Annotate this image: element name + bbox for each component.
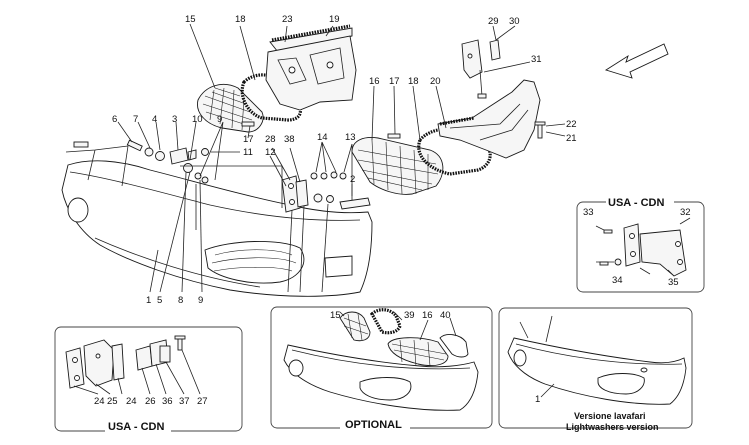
callout-37: 37 (179, 396, 190, 407)
right-air-duct (387, 79, 541, 159)
callout-34: 34 (612, 275, 623, 286)
callout-31: 31 (531, 54, 542, 65)
callout-24: 24 (126, 396, 137, 407)
callout-3: 3 (172, 114, 177, 125)
optional-title: OPTIONAL (345, 419, 402, 431)
callout-32: 32 (680, 207, 691, 218)
lightwasher-caption-en: Lightwashers version (566, 422, 659, 432)
callout-1: 1 (146, 295, 151, 306)
callout-5: 5 (157, 295, 162, 306)
callout-20: 20 (430, 76, 441, 87)
callout-15-optional: 15 (330, 310, 341, 321)
callout-16-optional: 16 (422, 310, 433, 321)
callout-8: 8 (178, 295, 183, 306)
usa-cdn-left-panel: USA - CDN 24 25 24 26 36 37 27 (54, 326, 243, 434)
right-grille (351, 137, 444, 195)
screws-21-22 (534, 121, 546, 139)
callout-40: 40 (440, 310, 451, 321)
callout-29: 29 (488, 16, 499, 27)
callout-10: 10 (192, 114, 203, 125)
callout-38: 38 (284, 134, 295, 145)
callout-18: 18 (235, 14, 246, 25)
main-callouts: 15 18 23 19 17 16 17 18 20 29 30 31 22 2… (112, 14, 577, 306)
callout-22: 22 (566, 119, 577, 130)
direction-arrow-icon (604, 43, 669, 79)
callout-9-top: 9 (217, 114, 222, 125)
callout-21: 21 (566, 133, 577, 144)
leader-lines (117, 23, 566, 293)
callout-6: 6 (112, 114, 117, 125)
bumper-brackets (281, 171, 371, 213)
callout-2: 2 (350, 174, 355, 185)
usa-cdn-right-panel: USA - CDN 33 32 34 35 (576, 196, 705, 293)
callout-7: 7 (133, 114, 138, 125)
optional-panel: OPTIONAL 15 39 16 40 (270, 306, 493, 431)
callout-24-left: 24 (94, 396, 105, 407)
callout-39: 39 (404, 310, 415, 321)
callout-1-lightwasher: 1 (535, 394, 540, 405)
callout-9: 9 (198, 295, 203, 306)
callout-27: 27 (197, 396, 208, 407)
callout-15: 15 (185, 14, 196, 25)
callout-17: 17 (243, 134, 254, 145)
callout-33: 33 (583, 207, 594, 218)
callout-28: 28 (265, 134, 276, 145)
sensor-bracket (461, 39, 501, 99)
left-grille-assembly (197, 73, 302, 133)
usa-cdn-right-title: USA - CDN (608, 197, 664, 209)
callout-19: 19 (329, 14, 340, 25)
callout-36: 36 (162, 396, 173, 407)
callout-13: 13 (345, 132, 356, 143)
callout-17-right: 17 (389, 76, 400, 87)
callout-18-right: 18 (408, 76, 419, 87)
lightwasher-caption-it: Versione lavafari (574, 411, 646, 421)
callout-11: 11 (243, 147, 253, 158)
callout-25: 25 (107, 396, 118, 407)
callout-35: 35 (668, 277, 679, 288)
callout-4: 4 (152, 114, 157, 125)
callout-26: 26 (145, 396, 156, 407)
front-bumper (61, 145, 373, 297)
lightwasher-panel: 1 Versione lavafari Lightwashers version (498, 307, 693, 432)
callout-12: 12 (265, 147, 276, 158)
callout-30: 30 (509, 16, 520, 27)
usa-cdn-left-title: USA - CDN (108, 421, 164, 433)
left-air-duct (241, 24, 357, 127)
callout-14: 14 (317, 132, 328, 143)
callout-23: 23 (282, 14, 293, 25)
callout-16: 16 (369, 76, 380, 87)
